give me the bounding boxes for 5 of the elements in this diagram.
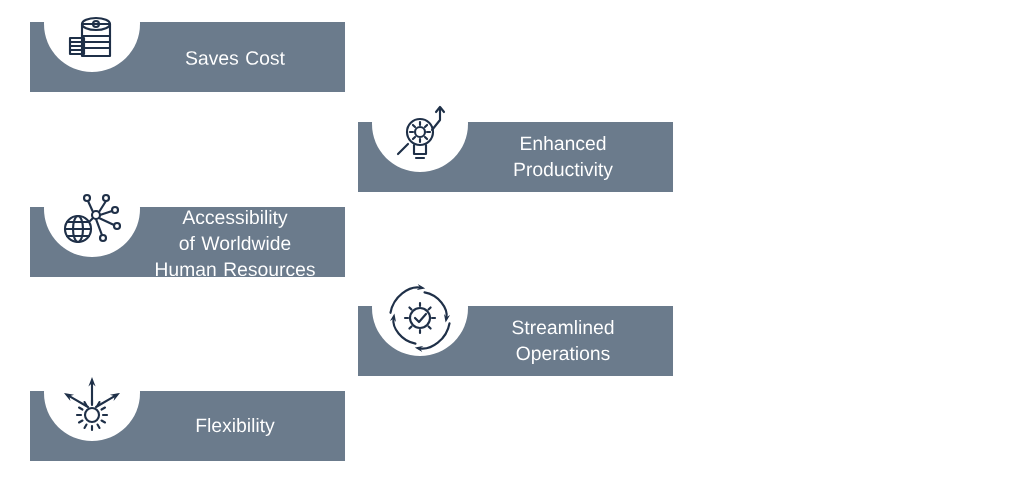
banner-box: Accessibility of Worldwide Human Resources	[30, 207, 345, 277]
banner-box: Flexibility	[30, 391, 345, 461]
banner-box: Streamlined Operations	[358, 306, 673, 376]
banner-box: Enhanced Productivity	[358, 122, 673, 192]
banner-box: Saves Cost	[30, 22, 345, 92]
